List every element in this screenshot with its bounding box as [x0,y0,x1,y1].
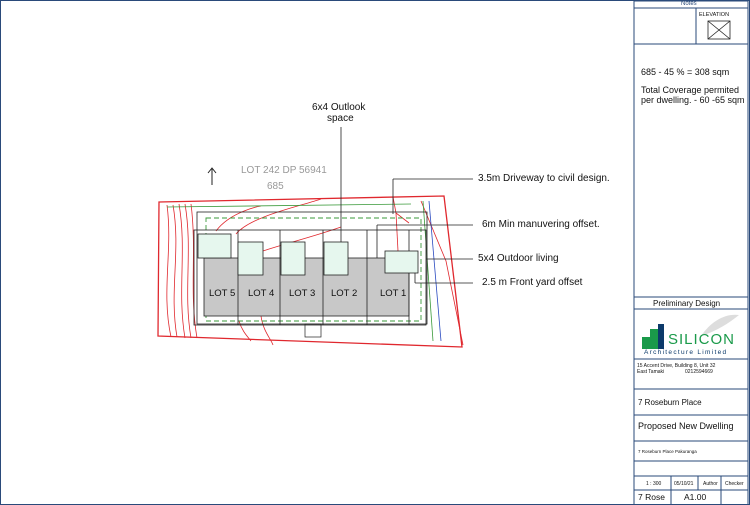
scale: 1 : 300 [646,481,662,487]
outdoor-callout: 5x4 Outdoor living [478,253,559,264]
coverage-line2: per dwelling. - 60 -65 sqm [641,95,745,105]
drawn-by: Author [703,481,718,487]
front-yard-callout: 2.5 m Front yard offset [482,277,583,288]
client-name: 7 Roseburn Place [638,398,702,407]
lot-4-label: LOT 4 [248,288,275,299]
lot-3-label: LOT 3 [289,288,316,299]
address-line2: East Tamaki [637,369,665,375]
site-address: 7 Roseburn Place Pakuranga [638,449,697,454]
checked-by: Checker [725,481,744,487]
outdoor-spaces [197,233,419,276]
north-arrow-icon [207,167,217,185]
notes-header: Notes [681,1,697,7]
status-text: Preliminary Design [653,299,721,308]
manuvering-callout: 6m Min manuvering offset. [482,219,600,230]
lot-area: 685 [267,181,284,192]
coverage-calc: 685 - 45 % = 308 sqm [641,67,730,77]
building-footprint [203,257,410,317]
project-number: 7 Rose [638,492,665,502]
callout-leaders [340,127,473,284]
lot-5-label: LOT 5 [209,288,236,299]
project-name: Proposed New Dwelling [638,421,734,431]
company-name: SILICON [668,331,736,348]
outlook-callout: 6x4 Outlook [312,102,366,113]
silicon-logo-icon [642,314,739,349]
elevation-symbol-icon [707,20,731,40]
sheet-number: A1.00 [684,492,707,502]
address-line1: 15 Accent Drive, Building 8, Unit 32 [637,363,716,369]
lot-1-label: LOT 1 [380,288,407,299]
elevation-label: ELEVATION [699,12,730,18]
company-subtitle: Architecture Limited [644,349,728,356]
lot-reference: LOT 242 DP 56941 [241,165,327,176]
date: 05/10/21 [674,481,694,487]
lot-2-label: LOT 2 [331,288,358,299]
outlook-callout-line2: space [327,113,354,124]
title-block-frame [633,1,749,504]
coverage-line1: Total Coverage permited [641,85,740,95]
driveway-callout: 3.5m Driveway to civil design. [478,173,610,184]
phone: 0212594669 [685,369,713,375]
site-boundary [157,195,463,348]
